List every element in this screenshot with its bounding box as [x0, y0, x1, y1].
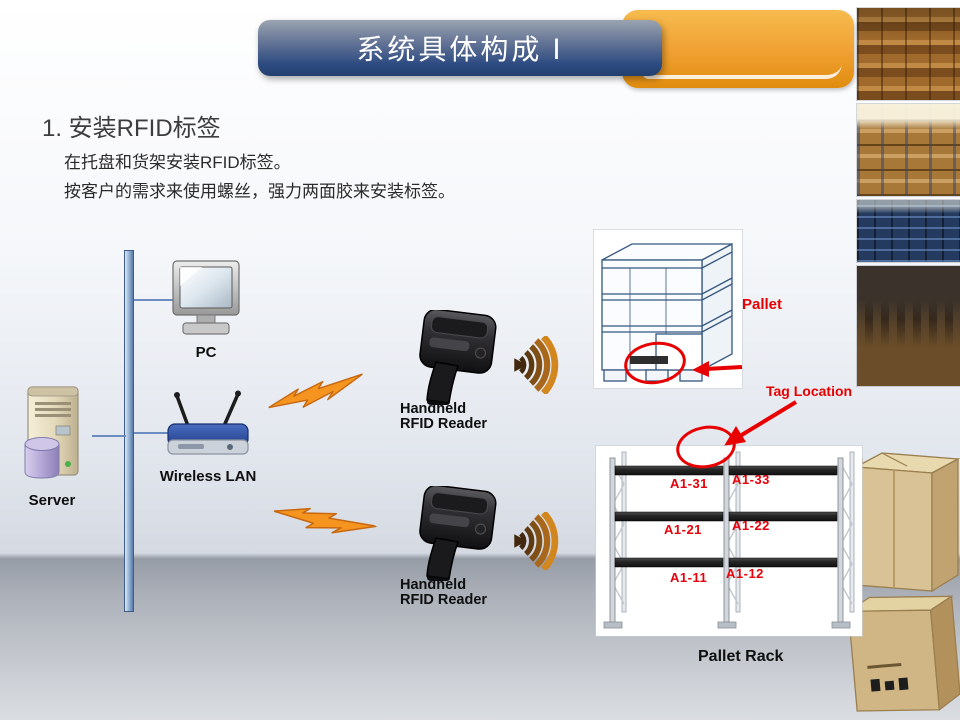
rack-location-label: A1-22 [732, 518, 770, 533]
rf-waves-icon-bottom [514, 512, 559, 570]
slide-title-banner: 系统具体构成 Ⅰ [258, 20, 662, 76]
connector-wlan [134, 432, 170, 434]
handheld-reader-icon-bottom [419, 486, 497, 581]
pallet-rack-label: Pallet Rack [698, 648, 784, 665]
pallet-rack-drawing [603, 451, 855, 629]
network-bus [124, 250, 134, 612]
tag-pointer-arrow-rack [724, 400, 798, 446]
server-icon [24, 386, 79, 479]
connector-server [92, 435, 126, 437]
body-line-1: 在托盘和货架安装RFID标签。 [64, 153, 291, 172]
pc-icon [172, 260, 240, 335]
pallet-label: Pallet [742, 296, 783, 313]
pc-label: PC [195, 344, 217, 361]
pallet-rack-illustration: A1-31 A1-33 A1-21 A1-22 A1-11 A1-12 [596, 446, 862, 636]
reader-top-line2: RFID Reader [400, 416, 488, 432]
rf-waves-icon-top [514, 336, 559, 394]
tag-pointer-arrow-pallet [692, 361, 743, 377]
server-label: Server [28, 492, 76, 509]
warehouse-photo-3 [857, 200, 960, 262]
lightning-bolt-icon-bottom [273, 507, 377, 534]
rack-location-label: A1-21 [664, 522, 702, 537]
warehouse-photo-4 [857, 266, 960, 386]
wireless-lan-label: Wireless LAN [159, 468, 257, 485]
slide-title: 系统具体构成 Ⅰ [356, 35, 564, 66]
reader-bottom-line1: Handheld [400, 577, 467, 593]
pallet-illustration [594, 230, 742, 388]
warehouse-photo-2 [857, 104, 960, 196]
handheld-reader-icon-top [419, 310, 497, 405]
rack-location-label: A1-31 [670, 476, 708, 491]
rack-location-label: A1-11 [670, 570, 708, 585]
handheld-reader-label-top: Handheld RFID Reader [400, 402, 487, 432]
tag-location-label: Tag Location [766, 383, 853, 399]
reader-top-line1: Handheld [400, 401, 467, 417]
handheld-reader-label-bottom: Handheld RFID Reader [400, 578, 487, 608]
rack-location-label: A1-33 [732, 472, 770, 487]
wireless-lan-icon [167, 390, 249, 455]
lightning-bolt-icon-top [267, 373, 364, 409]
reader-bottom-line2: RFID Reader [400, 592, 488, 608]
warehouse-photo-1 [857, 8, 960, 100]
rack-location-label: A1-12 [726, 566, 764, 581]
pallet-drawing [601, 242, 733, 382]
section-heading: 1. 安装RFID标签 [42, 115, 221, 142]
connector-pc [134, 299, 176, 301]
body-text: 在托盘和货架安装RFID标签。 按客户的需求来使用螺丝，强力两面胶来安装标签。 [64, 148, 455, 206]
body-line-2: 按客户的需求来使用螺丝，强力两面胶来安装标签。 [64, 182, 455, 201]
